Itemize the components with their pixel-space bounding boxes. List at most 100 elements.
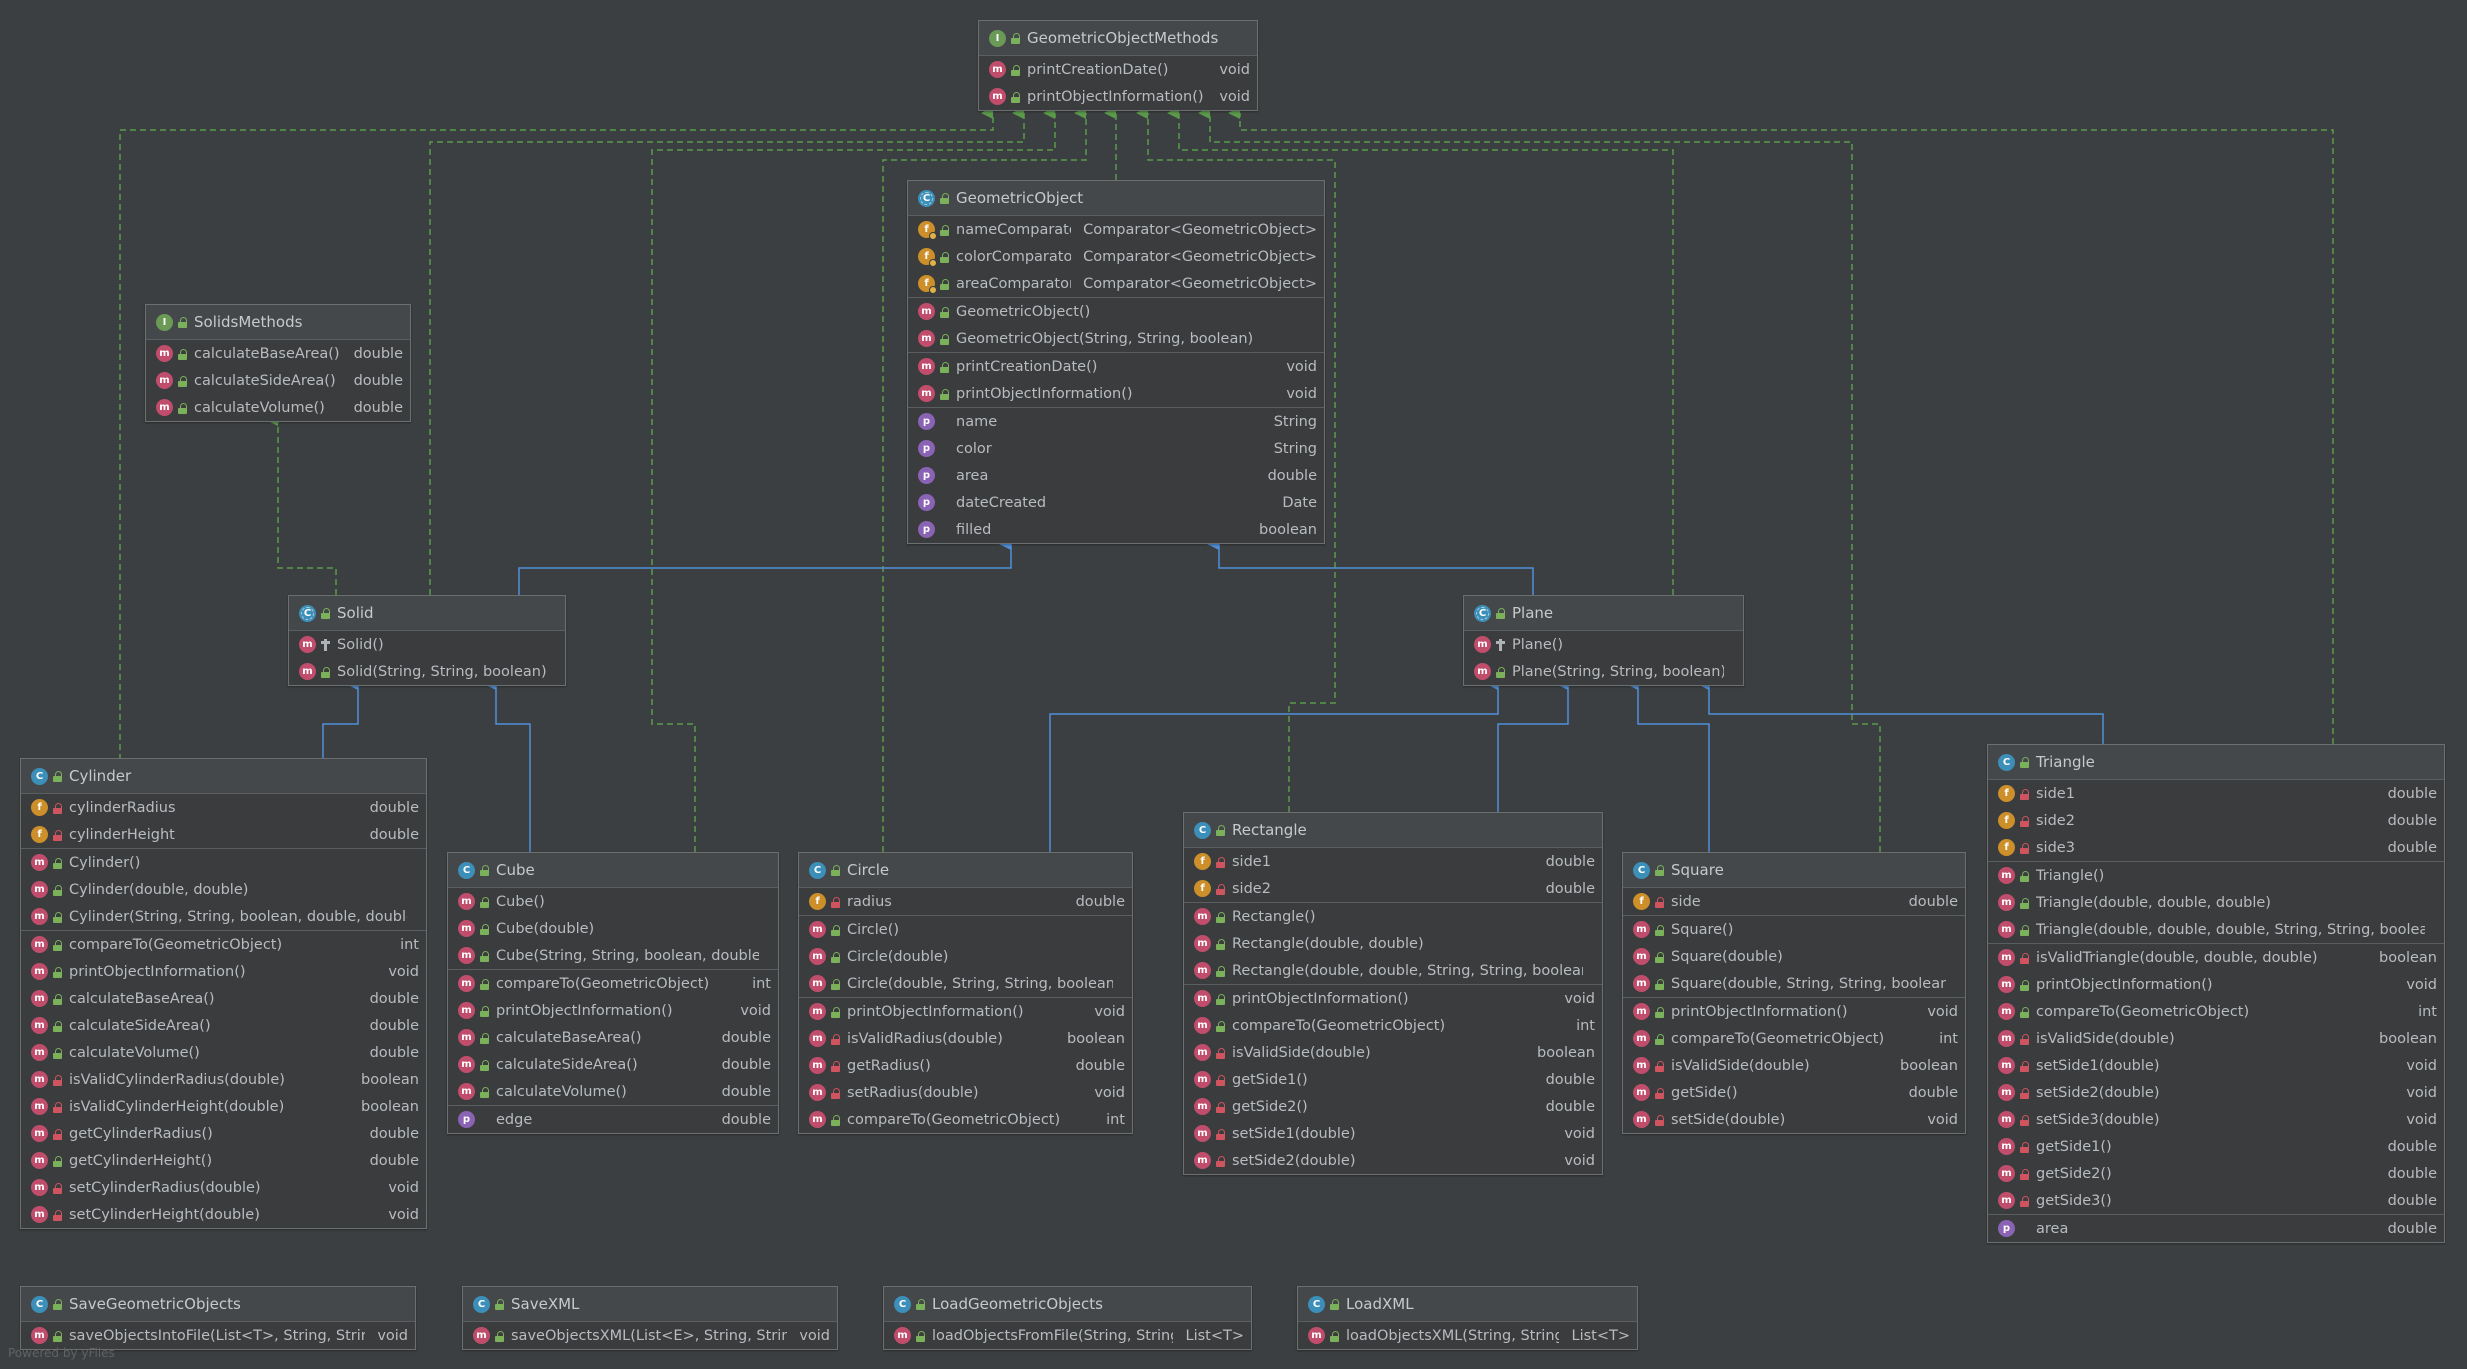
member-row[interactable]: mgetSide1()double: [1184, 1066, 1602, 1093]
member-row[interactable]: pcolorString: [908, 435, 1324, 462]
member-row[interactable]: pfilledboolean: [908, 516, 1324, 543]
member-row[interactable]: mCircle(): [799, 916, 1132, 943]
member-row[interactable]: mPlane(String, String, boolean): [1464, 658, 1743, 685]
member-row[interactable]: mprintObjectInformation()void: [1988, 971, 2444, 998]
class-box-geometricobjectmethods[interactable]: IGeometricObjectMethodsmprintCreationDat…: [978, 20, 1258, 111]
member-row[interactable]: mSolid(String, String, boolean): [289, 658, 565, 685]
class-box-solid[interactable]: CSolidmSolid()mSolid(String, String, boo…: [288, 595, 566, 686]
member-row[interactable]: mCircle(double, String, String, boolean): [799, 970, 1132, 997]
member-row[interactable]: misValidSide(double)boolean: [1184, 1039, 1602, 1066]
member-row[interactable]: mSquare(double): [1623, 943, 1965, 970]
member-row[interactable]: mGeometricObject(String, String, boolean…: [908, 325, 1324, 352]
member-row[interactable]: mcompareTo(GeometricObject)int: [448, 970, 778, 997]
class-header[interactable]: ISolidsMethods: [146, 305, 410, 340]
member-row[interactable]: mloadObjectsFromFile(String, String)List…: [884, 1322, 1251, 1349]
member-row[interactable]: msetCylinderRadius(double)void: [21, 1174, 426, 1201]
class-header[interactable]: CCylinder: [21, 759, 426, 794]
member-row[interactable]: pareadouble: [1988, 1215, 2444, 1242]
member-row[interactable]: mCube(double): [448, 915, 778, 942]
member-row[interactable]: mCylinder(String, String, boolean, doubl…: [21, 903, 426, 930]
member-row[interactable]: msetSide3(double)void: [1988, 1106, 2444, 1133]
class-header[interactable]: IGeometricObjectMethods: [979, 21, 1257, 56]
member-row[interactable]: mcompareTo(GeometricObject)int: [799, 1106, 1132, 1133]
class-header[interactable]: CSaveGeometricObjects: [21, 1287, 415, 1322]
member-row[interactable]: mgetSide3()double: [1988, 1187, 2444, 1214]
member-row[interactable]: mgetSide()double: [1623, 1079, 1965, 1106]
class-box-triangle[interactable]: CTrianglefside1doublefside2doublefside3d…: [1987, 744, 2445, 1243]
member-row[interactable]: mcalculateSideArea()double: [21, 1012, 426, 1039]
member-row[interactable]: msetSide2(double)void: [1184, 1147, 1602, 1174]
member-row[interactable]: fside2double: [1184, 875, 1602, 902]
member-row[interactable]: misValidSide(double)boolean: [1988, 1025, 2444, 1052]
member-row[interactable]: mgetSide2()double: [1988, 1160, 2444, 1187]
class-header[interactable]: CLoadXML: [1298, 1287, 1637, 1322]
member-row[interactable]: msetSide1(double)void: [1988, 1052, 2444, 1079]
member-row[interactable]: msetRadius(double)void: [799, 1079, 1132, 1106]
member-row[interactable]: mCube(): [448, 888, 778, 915]
member-row[interactable]: mCylinder(double, double): [21, 876, 426, 903]
member-row[interactable]: fside1double: [1184, 848, 1602, 875]
member-row[interactable]: fradiusdouble: [799, 888, 1132, 915]
class-header[interactable]: CLoadGeometricObjects: [884, 1287, 1251, 1322]
member-row[interactable]: mprintObjectInformation()void: [799, 998, 1132, 1025]
member-row[interactable]: mprintObjectInformation()void: [908, 380, 1324, 407]
member-row[interactable]: mSolid(): [289, 631, 565, 658]
member-row[interactable]: mgetRadius()double: [799, 1052, 1132, 1079]
member-row[interactable]: mprintObjectInformation()void: [21, 958, 426, 985]
member-row[interactable]: msaveObjectsXML(List<E>, String, String)…: [463, 1322, 837, 1349]
member-row[interactable]: mcalculateBaseArea()double: [146, 340, 410, 367]
member-row[interactable]: misValidRadius(double)boolean: [799, 1025, 1132, 1052]
member-row[interactable]: mTriangle(double, double, double): [1988, 889, 2444, 916]
member-row[interactable]: fcylinderHeightdouble: [21, 821, 426, 848]
member-row[interactable]: mgetSide2()double: [1184, 1093, 1602, 1120]
member-row[interactable]: mcalculateVolume()double: [448, 1078, 778, 1105]
class-header[interactable]: CSolid: [289, 596, 565, 631]
class-box-cube[interactable]: CCubemCube()mCube(double)mCube(String, S…: [447, 852, 779, 1134]
member-row[interactable]: mcalculateVolume()double: [21, 1039, 426, 1066]
member-row[interactable]: mgetSide1()double: [1988, 1133, 2444, 1160]
member-row[interactable]: mloadObjectsXML(String, String)List<T>: [1298, 1322, 1637, 1349]
class-box-plane[interactable]: CPlanemPlane()mPlane(String, String, boo…: [1463, 595, 1744, 686]
member-row[interactable]: mRectangle(): [1184, 903, 1602, 930]
member-row[interactable]: mprintCreationDate()void: [908, 353, 1324, 380]
member-row[interactable]: mCube(String, String, boolean, double): [448, 942, 778, 969]
member-row[interactable]: msetSide2(double)void: [1988, 1079, 2444, 1106]
member-row[interactable]: mprintObjectInformation()void: [1184, 985, 1602, 1012]
member-row[interactable]: mcompareTo(GeometricObject)int: [1623, 1025, 1965, 1052]
class-box-rectangle[interactable]: CRectanglefside1doublefside2doublemRecta…: [1183, 812, 1603, 1175]
member-row[interactable]: mcalculateVolume()double: [146, 394, 410, 421]
member-row[interactable]: mCylinder(): [21, 849, 426, 876]
member-row[interactable]: mRectangle(double, double): [1184, 930, 1602, 957]
member-row[interactable]: msetSide(double)void: [1623, 1106, 1965, 1133]
member-row[interactable]: mcalculateBaseArea()double: [448, 1024, 778, 1051]
class-box-savegeometricobjects[interactable]: CSaveGeometricObjectsmsaveObjectsIntoFil…: [20, 1286, 416, 1350]
class-box-loadgeometricobjects[interactable]: CLoadGeometricObjectsmloadObjectsFromFil…: [883, 1286, 1252, 1350]
member-row[interactable]: mprintObjectInformation()void: [979, 83, 1257, 110]
member-row[interactable]: fareaComparatorComparator<GeometricObjec…: [908, 270, 1324, 297]
class-box-savexml[interactable]: CSaveXMLmsaveObjectsXML(List<E>, String,…: [462, 1286, 838, 1350]
member-row[interactable]: mPlane(): [1464, 631, 1743, 658]
class-box-loadxml[interactable]: CLoadXMLmloadObjectsXML(String, String)L…: [1297, 1286, 1638, 1350]
class-box-geometricobject[interactable]: CGeometricObjectfnameComparatorComparato…: [907, 180, 1325, 544]
member-row[interactable]: mCircle(double): [799, 943, 1132, 970]
class-box-circle[interactable]: CCirclefradiusdoublemCircle()mCircle(dou…: [798, 852, 1133, 1134]
member-row[interactable]: misValidCylinderRadius(double)boolean: [21, 1066, 426, 1093]
member-row[interactable]: mRectangle(double, double, String, Strin…: [1184, 957, 1602, 984]
member-row[interactable]: fnameComparatorComparator<GeometricObjec…: [908, 216, 1324, 243]
member-row[interactable]: mTriangle(): [1988, 862, 2444, 889]
member-row[interactable]: mcalculateSideArea()double: [146, 367, 410, 394]
member-row[interactable]: mgetCylinderRadius()double: [21, 1120, 426, 1147]
member-row[interactable]: mGeometricObject(): [908, 298, 1324, 325]
class-box-square[interactable]: CSquarefsidedoublemSquare()mSquare(doubl…: [1622, 852, 1966, 1134]
member-row[interactable]: fcolorComparatorComparator<GeometricObje…: [908, 243, 1324, 270]
member-row[interactable]: pareadouble: [908, 462, 1324, 489]
class-box-solidsmethods[interactable]: ISolidsMethodsmcalculateBaseArea()double…: [145, 304, 411, 422]
member-row[interactable]: msetSide1(double)void: [1184, 1120, 1602, 1147]
member-row[interactable]: mTriangle(double, double, double, String…: [1988, 916, 2444, 943]
member-row[interactable]: fside3double: [1988, 834, 2444, 861]
member-row[interactable]: fsidedouble: [1623, 888, 1965, 915]
member-row[interactable]: mSquare(double, String, String, boolean): [1623, 970, 1965, 997]
member-row[interactable]: mcalculateBaseArea()double: [21, 985, 426, 1012]
member-row[interactable]: pnameString: [908, 408, 1324, 435]
member-row[interactable]: mgetCylinderHeight()double: [21, 1147, 426, 1174]
